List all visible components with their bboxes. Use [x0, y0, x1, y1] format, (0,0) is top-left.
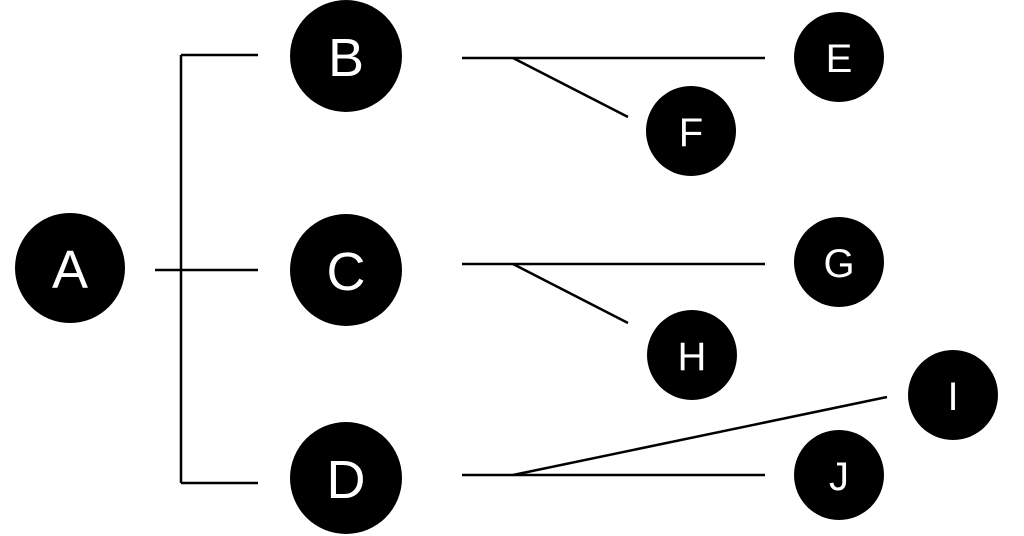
node-b: B	[290, 0, 402, 112]
node-f-label: F	[679, 111, 703, 155]
node-f: F	[646, 86, 736, 176]
edges-from-d	[462, 395, 888, 477]
edge-b-f	[512, 56, 629, 119]
edges-from-c	[462, 262, 765, 325]
node-g-label: G	[823, 242, 854, 286]
node-c: C	[290, 214, 402, 326]
node-i: I	[908, 350, 998, 440]
edges-from-b	[462, 56, 765, 119]
node-e-label: E	[826, 37, 853, 81]
node-j: J	[794, 430, 884, 520]
node-g: G	[794, 217, 884, 307]
node-b-label: B	[328, 28, 364, 88]
node-h-label: H	[678, 335, 707, 379]
node-e: E	[794, 12, 884, 102]
node-h: H	[647, 310, 737, 400]
node-d-label: D	[327, 450, 366, 510]
node-d: D	[290, 422, 402, 534]
node-i-label: I	[947, 375, 958, 419]
node-c-label: C	[327, 242, 366, 302]
node-a-label: A	[52, 240, 88, 300]
node-a: A	[15, 213, 125, 323]
edges-from-a	[155, 53, 258, 485]
edge-d-i	[512, 395, 888, 477]
node-j-label: J	[829, 455, 849, 499]
edge-c-h	[512, 262, 629, 325]
